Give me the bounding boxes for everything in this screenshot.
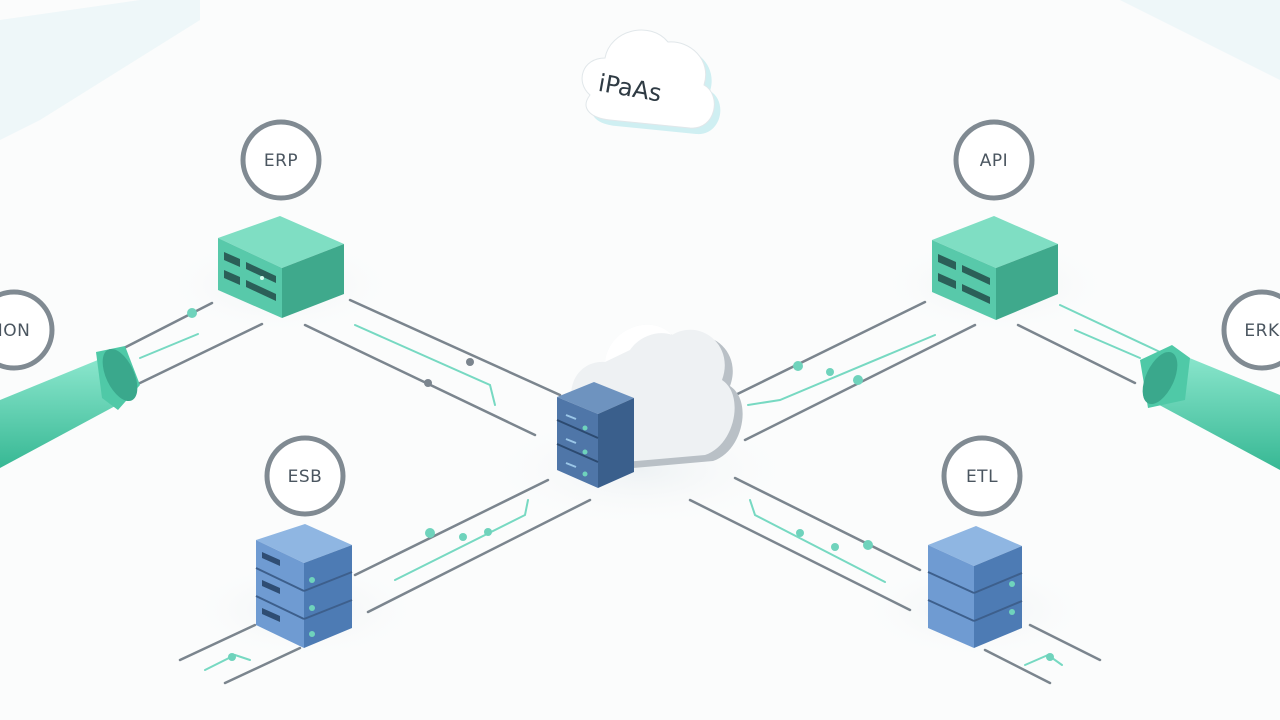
ipaas-cloud: iPaAs [581, 29, 721, 135]
node-label-left-partial: ION [0, 289, 55, 371]
esb-server-stack-icon [255, 524, 353, 648]
erp-appliance-icon [218, 216, 344, 318]
node-label-etl: ETL [941, 435, 1023, 517]
right-pipe [1140, 345, 1280, 470]
node-label-right-partial: ERK [1221, 289, 1280, 371]
etl-label: ETL [966, 467, 998, 487]
left-pipe [0, 346, 140, 468]
erp-label: ERP [264, 151, 298, 171]
node-label-erp: ERP [240, 119, 322, 201]
background-decor [0, 0, 1280, 140]
left-partial-label: ION [0, 321, 30, 341]
node-label-esb: ESB [264, 435, 346, 517]
etl-server-stack-icon [927, 526, 1023, 648]
node-label-api: API [953, 119, 1035, 201]
right-partial-label: ERK [1244, 321, 1280, 341]
esb-label: ESB [288, 467, 323, 487]
api-appliance-icon [932, 216, 1058, 320]
connection-lines [118, 298, 1161, 685]
central-server-icon [556, 382, 634, 488]
api-label: API [980, 151, 1008, 171]
